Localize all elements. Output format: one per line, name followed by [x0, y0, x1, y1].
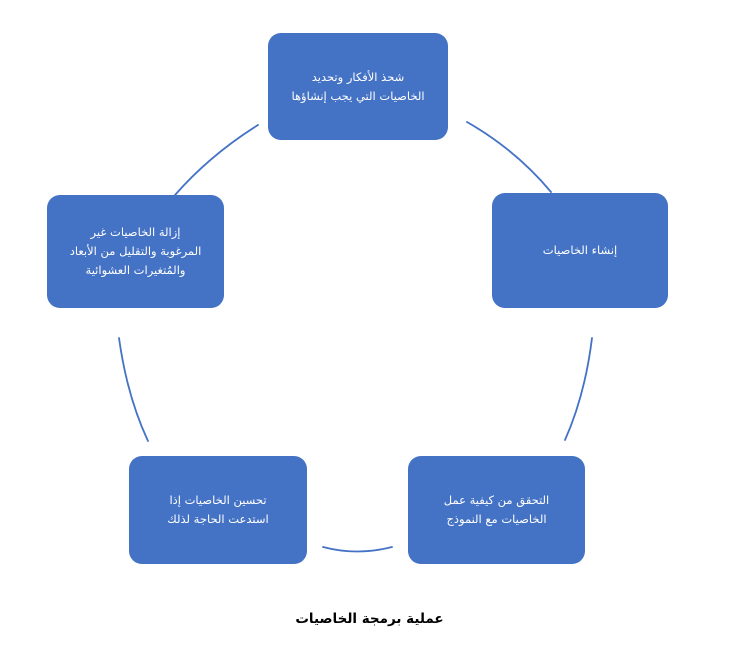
- cycle-node-left-label: إزالة الخاصيات غير المرغوبة والتقليل من …: [69, 225, 202, 277]
- cycle-node-top[interactable]: شحذ الأفكار وتحديد الخاصيات التي يجب إنش…: [268, 33, 448, 140]
- connector-bottom-right-to-bottom-left: [322, 546, 393, 553]
- connector-top-to-right: [466, 121, 552, 193]
- connector-left-to-top: [174, 124, 259, 196]
- cycle-node-bottom-right[interactable]: التحقق من كيفية عمل الخاصيات مع النموذج: [408, 456, 585, 564]
- cycle-node-right-label: إنشاء الخاصيات: [542, 243, 618, 258]
- cycle-node-bottom-left-label: تحسين الخاصيات إذا استدعت الحاجة لذلك: [167, 493, 269, 526]
- cycle-node-right[interactable]: إنشاء الخاصيات: [492, 193, 668, 308]
- cycle-node-bottom-right-label: التحقق من كيفية عمل الخاصيات مع النموذج: [443, 493, 550, 526]
- connector-right-to-bottom-right: [564, 337, 593, 441]
- connector-bottom-left-to-left: [118, 337, 149, 442]
- cycle-node-top-label: شحذ الأفكار وتحديد الخاصيات التي يجب إنش…: [291, 69, 425, 103]
- cycle-node-bottom-left[interactable]: تحسين الخاصيات إذا استدعت الحاجة لذلك: [129, 456, 307, 564]
- cycle-node-left[interactable]: إزالة الخاصيات غير المرغوبة والتقليل من …: [47, 195, 224, 308]
- diagram-caption-text: عملية برمجة الخاصيات: [295, 611, 444, 627]
- diagram-caption: عملية برمجة الخاصيات: [0, 608, 739, 627]
